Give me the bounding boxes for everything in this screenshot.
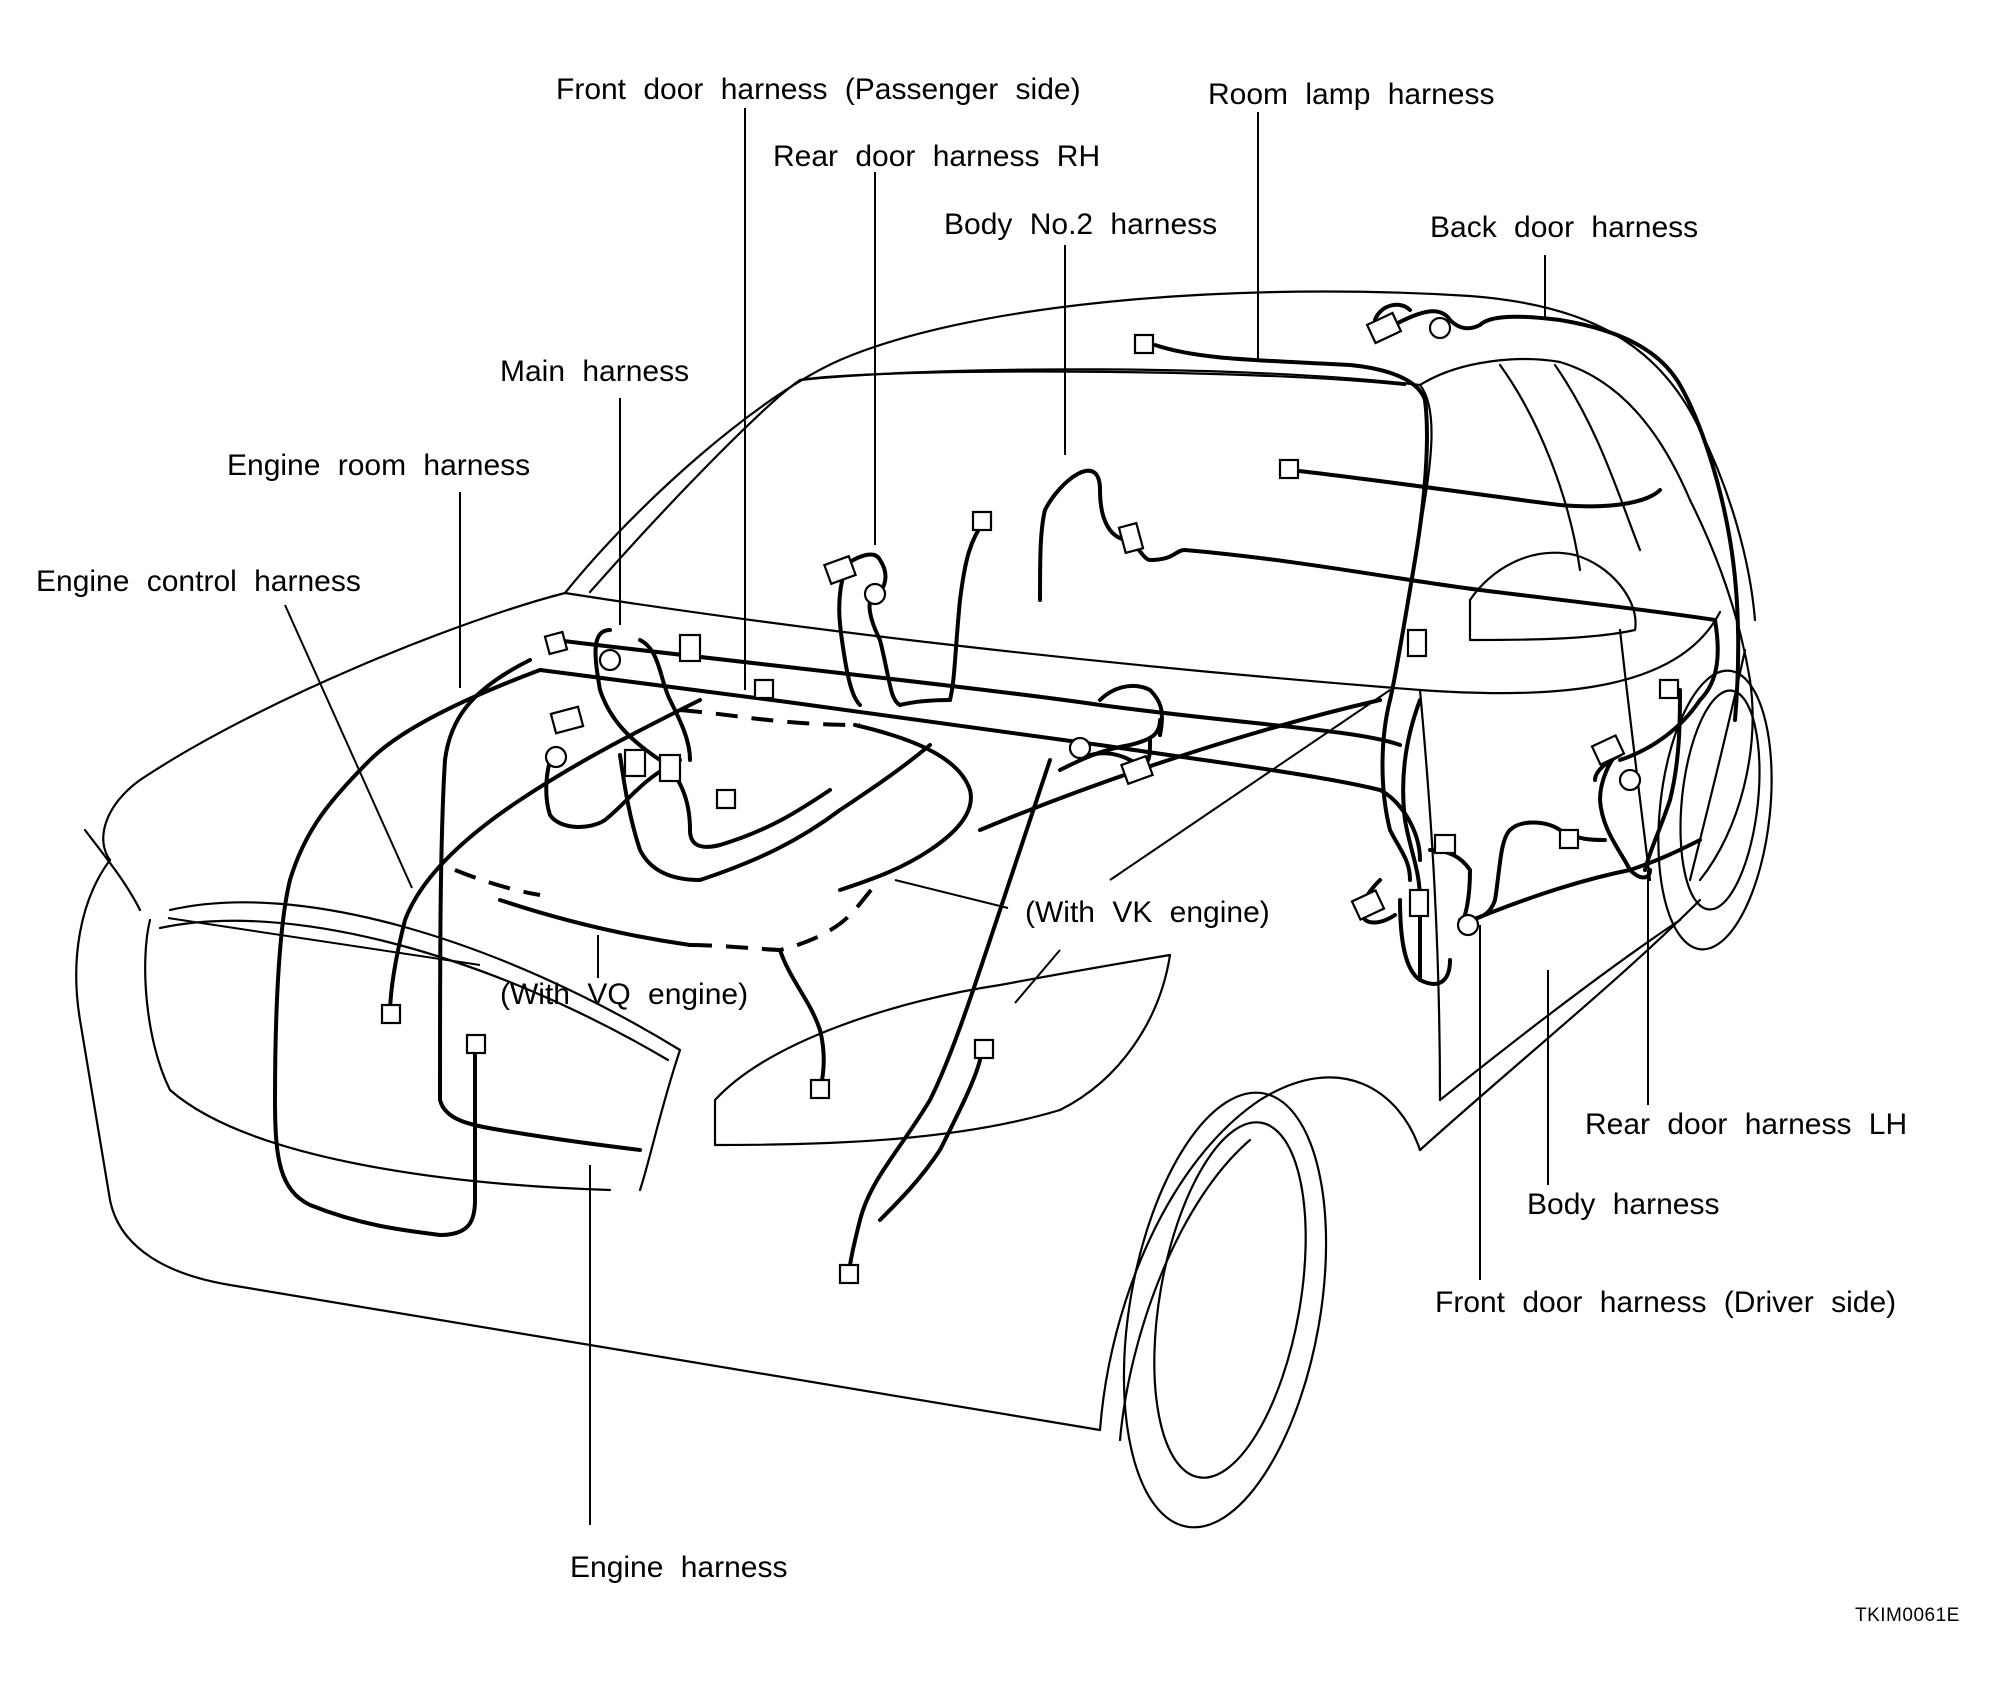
front-door-driver-harness-wire bbox=[1458, 820, 1607, 922]
engine-harness-wire bbox=[438, 658, 642, 1152]
label-engine-room-harness: Engine room harness bbox=[227, 449, 531, 482]
label-body-no2-harness: Body No.2 harness bbox=[944, 208, 1218, 241]
body-no2-harness-wire bbox=[1058, 718, 1162, 772]
main-harness-wire bbox=[538, 668, 1422, 862]
connectors bbox=[380, 311, 1680, 1285]
label-main-harness: Main harness bbox=[500, 355, 690, 388]
label-engine-control-harness: Engine control harness bbox=[36, 565, 361, 598]
label-with-vq-engine: (With VQ engine) bbox=[500, 978, 749, 1011]
room-lamp-harness-wire bbox=[1153, 343, 1429, 702]
car-body-outline bbox=[75, 290, 1773, 1529]
figure-code: TKIM0061E bbox=[1855, 1605, 1960, 1626]
leader-lines bbox=[167, 108, 1649, 1525]
vq-engine-dashed-wire bbox=[679, 708, 861, 727]
label-rear-door-harness-rh: Rear door harness RH bbox=[773, 140, 1101, 173]
label-front-door-harness-driver: Front door harness (Driver side) bbox=[1435, 1286, 1897, 1319]
body-harness-wire bbox=[1401, 698, 1423, 982]
harness-wires bbox=[273, 302, 1741, 1282]
label-body-harness: Body harness bbox=[1527, 1188, 1720, 1221]
rear-door-rh-harness-wire bbox=[837, 568, 862, 707]
label-back-door-harness: Back door harness bbox=[1430, 211, 1699, 244]
label-room-lamp-harness: Room lamp harness bbox=[1208, 78, 1495, 111]
label-front-door-harness-passenger: Front door harness (Passenger side) bbox=[556, 73, 1081, 106]
label-engine-harness: Engine harness bbox=[570, 1551, 788, 1584]
vk-engine-harness-wire bbox=[838, 723, 973, 892]
back-door-harness-wire bbox=[1383, 309, 1741, 722]
label-with-vk-engine: (With VK engine) bbox=[1025, 896, 1270, 929]
rear-door-lh-harness-wire bbox=[1598, 748, 1652, 880]
engine-control-harness-wire bbox=[388, 698, 702, 1017]
engine-room-harness-wire bbox=[273, 668, 542, 1237]
label-rear-door-harness-lh: Rear door harness LH bbox=[1585, 1108, 1908, 1141]
